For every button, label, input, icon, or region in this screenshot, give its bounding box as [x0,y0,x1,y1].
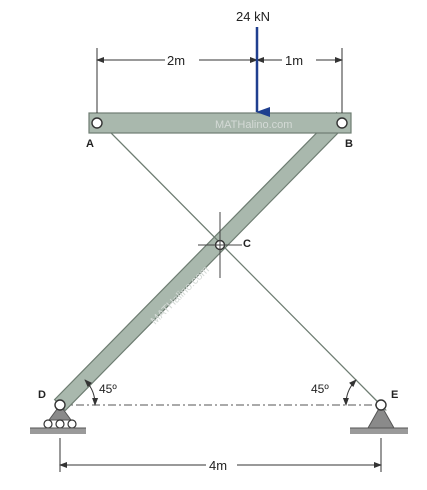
member-ab [88,112,352,134]
angle-label-right: 45º [311,382,329,396]
angle-arc-left [84,379,99,406]
label-d: D [38,389,46,401]
pin-b [336,117,348,129]
dim-label-4m: 4m [209,458,227,473]
angle-arc-right [342,379,357,406]
label-e: E [391,389,398,401]
dim-label-2m: 2m [167,53,185,68]
label-b: B [345,138,353,150]
pin-d [54,399,66,411]
watermark-horizontal: MATHalino.com [215,119,292,131]
member-bd [53,111,349,412]
load-label: 24 kN [236,9,270,24]
label-a: A [86,138,94,150]
label-c: C [243,238,251,250]
member-ae [91,113,387,411]
pin-e [375,399,387,411]
roller-support-d [30,404,86,434]
dim-label-1m: 1m [285,53,303,68]
pin-a [91,117,103,129]
pin-support-e [350,403,408,434]
angle-label-left: 45º [99,382,117,396]
